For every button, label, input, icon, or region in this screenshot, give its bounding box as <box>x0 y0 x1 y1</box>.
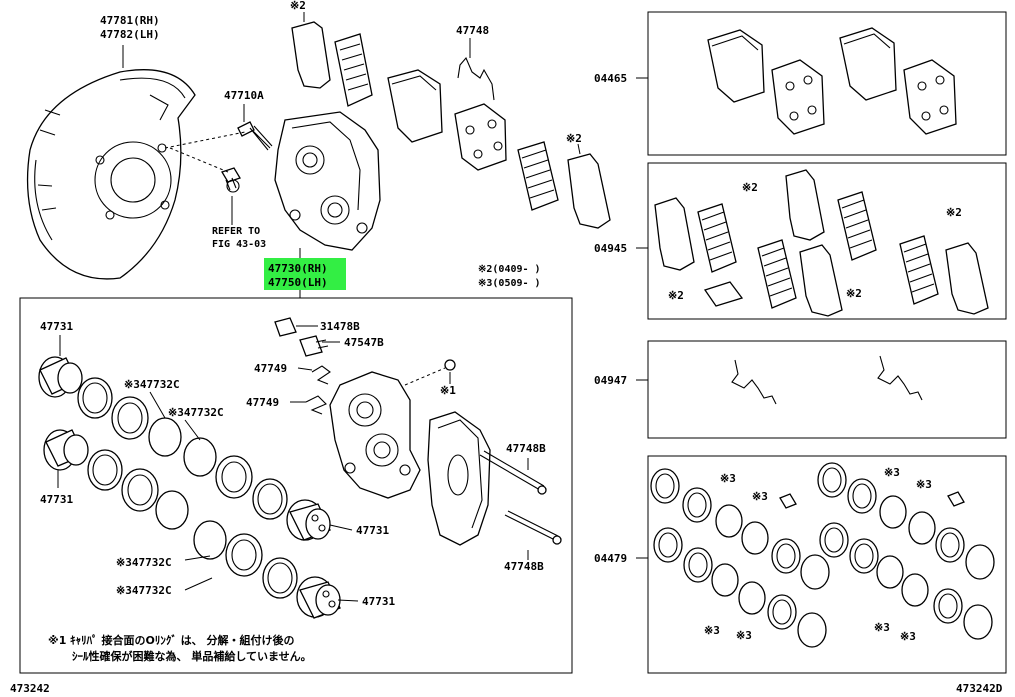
kit-04479-frame <box>647 455 1007 674</box>
label-refer-to: REFER TO <box>212 226 260 237</box>
label-47750: 47750(LH) <box>268 276 328 289</box>
bolt-refer <box>221 167 241 193</box>
bolt-47710a <box>237 121 273 151</box>
kit-04465-frame <box>647 11 1007 156</box>
seal-group-left-lower <box>43 429 341 619</box>
label-mark2-right: ※2 <box>566 132 582 145</box>
label-47730: 47730(RH) <box>268 262 328 275</box>
pin-47748b-lower <box>504 510 559 541</box>
kit-04945-frame <box>647 162 1007 320</box>
kit-mark2-d: ※2 <box>846 287 862 300</box>
label-47731-c: 47731 <box>356 524 389 537</box>
pin-47748b-upper <box>479 450 545 491</box>
legend-mark3: ※3(0509- ) <box>478 278 541 289</box>
label-47732c-b: ※347732C <box>168 406 224 419</box>
code-left: 473242 <box>10 682 50 695</box>
label-47732c-c: ※347732C <box>116 556 172 569</box>
footnote-line-1: ※1 ｷｬﾘﾊﾟ 接合面のOﾘﾝｸﾞ は、 分解・組付け後の <box>48 633 295 647</box>
label-31478b: 31478B <box>320 320 360 333</box>
kit-mark3-f: ※3 <box>736 629 752 642</box>
bleeder-plug <box>274 317 329 357</box>
label-47748b-a: 47748B <box>506 442 546 455</box>
label-04479: 04479 <box>594 552 627 565</box>
kit-mark3-c: ※3 <box>884 466 900 479</box>
label-04465: 04465 <box>594 72 627 85</box>
kit-mark3-e: ※3 <box>704 624 720 637</box>
caliper-half-right <box>427 411 491 546</box>
kit-mark2-a: ※2 <box>742 181 758 194</box>
kit-mark3-b: ※3 <box>752 490 768 503</box>
caliper-assembly-upper <box>274 111 381 251</box>
label-04945: 04945 <box>594 242 627 255</box>
label-47749-a: 47749 <box>254 362 287 375</box>
label-47748b-b: 47748B <box>504 560 544 573</box>
kit-mark2-b: ※2 <box>946 206 962 219</box>
label-47731-b: 47731 <box>40 493 73 506</box>
label-47731-d: 47731 <box>362 595 395 608</box>
clip-47748 <box>457 56 495 101</box>
kit-mark3-a: ※3 <box>720 472 736 485</box>
kit-mark3-d: ※3 <box>916 478 932 491</box>
clip-kit-b <box>877 355 923 401</box>
label-47710a: 47710A <box>224 89 264 102</box>
highlight-caliper-label <box>264 258 346 290</box>
label-fig-43-03: FIG 43-03 <box>212 239 266 250</box>
footnote-line-2: ｼｰﾙ性確保が困難な為、 単品補給していません。 <box>72 649 312 663</box>
caliper-body-lower <box>329 371 421 499</box>
clip-47749a <box>311 365 331 385</box>
label-mark2-top: ※2 <box>290 0 306 12</box>
kit-04479-seals <box>650 462 995 648</box>
label-47547b: 47547B <box>344 336 384 349</box>
label-47732c-a: ※347732C <box>124 378 180 391</box>
label-47749-b: 47749 <box>246 396 279 409</box>
label-47748: 47748 <box>456 24 489 37</box>
clip-47749b <box>305 395 327 415</box>
code-right: 473242D <box>956 682 1003 695</box>
label-47731-a: 47731 <box>40 320 73 333</box>
legend-mark2: ※2(0409- ) <box>478 264 541 275</box>
clip-kit-a <box>731 359 777 405</box>
pad-group-top <box>291 21 611 229</box>
dust-shield <box>26 69 196 280</box>
label-47781: 47781(RH) <box>100 14 160 27</box>
label-04947: 04947 <box>594 374 627 387</box>
kit-mark2-c: ※2 <box>668 289 684 302</box>
kit-mark3-h: ※3 <box>900 630 916 643</box>
kit-04947-frame <box>647 340 1007 439</box>
kit-04465-pads <box>707 27 957 135</box>
label-mark1: ※1 <box>440 384 456 397</box>
seal-group-left <box>38 356 331 541</box>
kit-04945-pads <box>654 169 989 317</box>
kit-mark3-g: ※3 <box>874 621 890 634</box>
caliper-frame <box>19 297 573 674</box>
label-47782: 47782(LH) <box>100 28 160 41</box>
label-47732c-d: ※347732C <box>116 584 172 597</box>
